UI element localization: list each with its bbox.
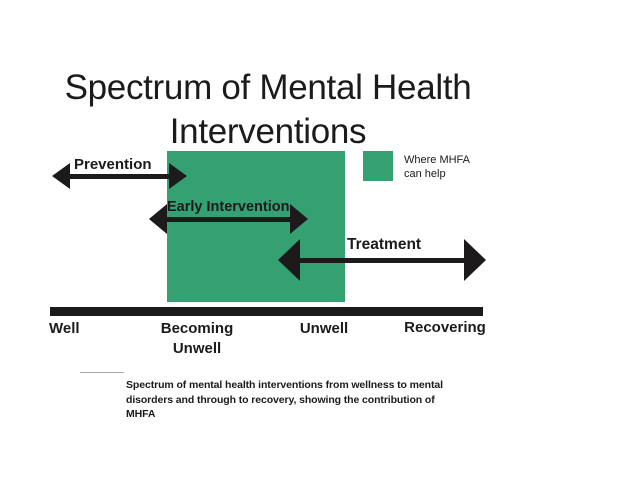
early-intervention-arrow: [149, 204, 308, 235]
arrowhead-right-icon: [464, 239, 486, 281]
figure-caption-line2: disorders and through to recovery, showi…: [126, 393, 435, 421]
treatment-arrow: [278, 239, 486, 281]
figure-caption-line1: Spectrum of mental health interventions …: [126, 379, 443, 391]
arrowhead-right-icon: [290, 204, 308, 234]
caption-rule: [80, 372, 124, 373]
prevention-label: Prevention: [74, 156, 152, 173]
page-title-line1: Spectrum of Mental Health: [64, 68, 472, 107]
arrowhead-left-icon: [149, 204, 167, 234]
axis-label-unwell: Unwell: [299, 320, 349, 337]
early-intervention-label: Early Intervention: [167, 199, 290, 215]
arrowhead-left-icon: [278, 239, 300, 281]
arrowhead-left-icon: [52, 163, 70, 189]
arrow-shaft: [290, 257, 474, 263]
axis-label-becoming-unwell: Becoming Unwell: [160, 320, 234, 357]
treatment-label: Treatment: [347, 236, 422, 253]
page-title-line2: Interventions: [169, 112, 367, 151]
arrowhead-right-icon: [169, 163, 187, 189]
arrow-shaft: [64, 174, 175, 179]
axis-label-recovering: Recovering: [404, 319, 486, 336]
legend-label: Where MHFA can help: [404, 154, 471, 180]
axis-label-well: Well: [49, 320, 80, 337]
figure-caption: Spectrum of mental health interventions …: [126, 378, 456, 422]
mhfa-coverage-area: [167, 151, 345, 302]
legend-swatch: [363, 151, 393, 181]
prevention-arrow: [52, 163, 187, 190]
arrow-shaft: [161, 217, 296, 222]
page-title: Spectrum of Mental Health Interventions: [36, 66, 500, 154]
spectrum-axis-bar: [50, 307, 483, 316]
